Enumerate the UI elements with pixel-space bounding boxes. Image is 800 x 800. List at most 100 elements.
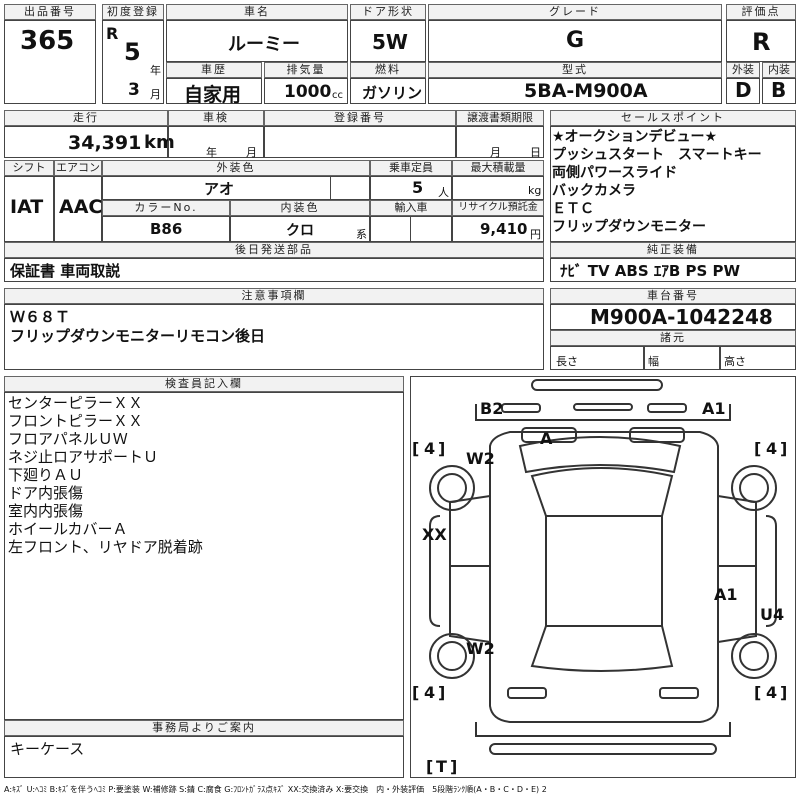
int-color-header: 内装色 <box>230 200 370 216</box>
sales-point-item: プッシュスタート スマートキー <box>552 147 762 163</box>
notes-cell <box>4 304 544 370</box>
fuel-cell <box>350 78 426 104</box>
car-name-header: 車名 <box>166 4 348 20</box>
shift-header: シフト <box>4 160 54 176</box>
tire-depth-rr: 4 <box>766 683 777 702</box>
damage-mark-a-windshield: A <box>540 429 553 448</box>
sales-point-item: ＥＴＣ <box>552 201 594 217</box>
inspector-line: ホイールカバーＡ <box>8 520 128 538</box>
spare-bracket-open: [ <box>426 757 433 776</box>
parts-after-header: 後日発送部品 <box>4 242 544 258</box>
inspector-line: ドア内張傷 <box>8 484 84 502</box>
legend: A:ｷｽﾞ U:ﾍｺﾐ B:ｷｽﾞを伴うﾍｺﾐ P:要塗装 W:補修跡 S:錆 … <box>4 785 547 794</box>
mileage: 34,391 <box>68 132 142 154</box>
grade-header: グレード <box>428 4 722 20</box>
import-divider <box>410 216 452 242</box>
door-type: 5W <box>372 30 408 54</box>
int-color-suffix: 系 <box>356 228 367 241</box>
exterior-cell <box>726 78 760 104</box>
headlight-left <box>521 427 577 443</box>
left-side-panel <box>449 495 491 643</box>
genuine-equipment: ﾅﾋﾞ TV ABS ｴｱB PS PW <box>560 262 741 280</box>
wheel-fr <box>731 465 777 511</box>
year-unit: 年 <box>150 64 161 77</box>
wheel-rl-inner <box>437 641 467 671</box>
model-header: 型式 <box>428 62 722 78</box>
shift: IAT <box>10 196 44 218</box>
score: R <box>752 28 771 56</box>
tire-bracket-fl-open: [ <box>412 439 419 458</box>
notes-list: Ｗ６８Ｔ フリップダウンモニターリモコン後日 <box>10 308 265 346</box>
rear-light-right <box>659 687 699 699</box>
max-load-cell <box>452 176 544 200</box>
parts-after-cell <box>4 258 544 282</box>
parts-after: 保証書 車両取説 <box>10 262 121 280</box>
history-header: 車歴 <box>166 62 262 78</box>
displacement-unit: cc <box>332 90 343 101</box>
doc-day-unit: 日 <box>530 146 541 159</box>
windshield-top <box>518 436 682 474</box>
aircon: AAC <box>59 196 103 218</box>
sales-point-item: フリップダウンモニター <box>552 219 706 235</box>
inspection-month-unit: 月 <box>246 146 257 159</box>
first-reg-header: 初度登録 <box>102 4 164 20</box>
inspector-line: フロアパネルＵＷ <box>8 430 128 448</box>
tire-bracket-rl-open: [ <box>412 683 419 702</box>
inspector-cell <box>4 392 404 720</box>
car-name: ルーミー <box>228 34 300 55</box>
score-header: 評価点 <box>726 4 796 20</box>
front-bumper <box>475 404 731 421</box>
rear-bumper <box>475 722 731 737</box>
color-no-cell <box>102 216 230 242</box>
inspector-line: 下廻りＡＵ <box>8 466 84 484</box>
tire-bracket-fr-close: ] <box>780 439 787 458</box>
door-header: ドア形状 <box>350 4 426 20</box>
spec-width-label: 幅 <box>648 355 659 368</box>
color-no: B86 <box>150 220 183 238</box>
far-left-outline <box>429 515 441 627</box>
specs-header: 諸元 <box>550 330 796 346</box>
spare-bracket-close: ] <box>450 757 457 776</box>
inspector-list: センターピラーＸＸ フロントピラーＸＸ フロアパネルＵＷ ネジ止ロアサポートＵ … <box>8 394 203 556</box>
sales-point-list: ★オークションデビュー★ プッシュスタート スマートキー 両側パワースライド バ… <box>552 128 796 236</box>
tire-depth-fl: 4 <box>424 439 435 458</box>
spec-height-cell <box>720 346 796 370</box>
far-right-outline <box>765 515 777 627</box>
inspector-line: 室内内張傷 <box>8 502 84 520</box>
aircon-header: エアコン <box>54 160 102 176</box>
spec-length-label: 長さ <box>556 355 578 368</box>
tire-bracket-rr-close: ] <box>780 683 787 702</box>
wheel-rl <box>429 633 475 679</box>
era: R <box>106 24 119 43</box>
front-bumper-slot-right <box>647 403 687 413</box>
office-cell <box>4 736 404 778</box>
inspector-line: 左フロント、リヤドア脱着跡 <box>8 538 203 556</box>
lot-header: 出品番号 <box>4 4 96 20</box>
mileage-cell <box>4 126 168 158</box>
genuine-cell <box>550 258 796 282</box>
sales-point-cell <box>550 126 796 242</box>
damage-mark-a1-rear: A1 <box>714 585 738 604</box>
capacity-unit: 人 <box>438 186 449 199</box>
spec-length-cell <box>550 346 644 370</box>
chassis-cell <box>550 304 796 330</box>
cabin-rear <box>530 625 674 672</box>
car-diagram-frame <box>410 376 796 778</box>
int-color-cell <box>230 216 370 242</box>
mileage-header: 走行 <box>4 110 168 126</box>
wheel-rr <box>731 633 777 679</box>
rear-light-left <box>507 687 547 699</box>
inspection-cell <box>168 126 264 158</box>
grade-cell <box>428 20 722 62</box>
inspector-line: ネジ止ロアサポートＵ <box>8 448 159 466</box>
lot-cell <box>4 20 96 104</box>
displacement-header: 排気量 <box>264 62 348 78</box>
body-outline <box>489 431 719 723</box>
int-color: クロ <box>286 223 314 239</box>
reg-month: 3 <box>128 80 140 100</box>
damage-mark-xx: XX <box>422 525 447 544</box>
interior-header: 内装 <box>762 62 796 78</box>
score-cell <box>726 20 796 62</box>
load-unit: kg <box>528 184 542 197</box>
inspector-line: センターピラーＸＸ <box>8 394 144 412</box>
